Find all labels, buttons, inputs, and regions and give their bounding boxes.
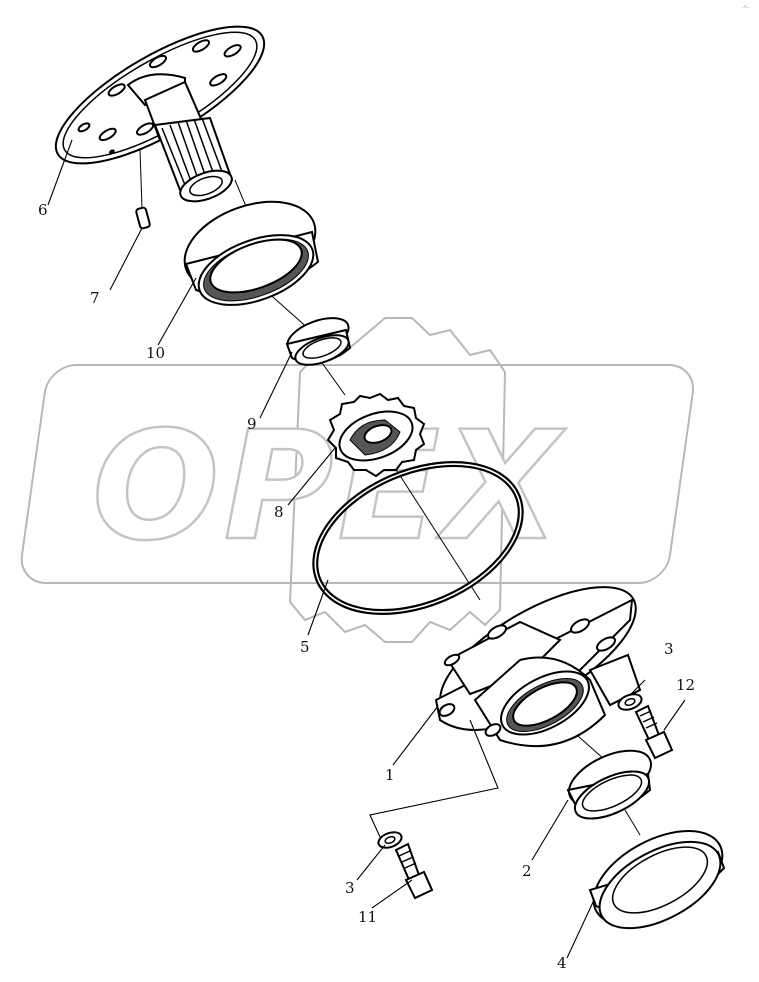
callout-11: 11 (358, 908, 377, 926)
callout-3-right: 3 (664, 640, 674, 658)
callout-9: 9 (247, 415, 257, 433)
callout-3-left: 3 (345, 879, 355, 897)
callout-7: 7 (90, 289, 100, 307)
leader-lines (47, 139, 686, 959)
corner-mark: ·°·· (742, 5, 751, 12)
part-11-bolt (394, 842, 434, 900)
part-2-seal-sleeve (566, 749, 652, 820)
callout-labels: 6 7 10 9 8 5 1 2 4 3 12 3 11 (38, 201, 695, 972)
callout-4: 4 (557, 954, 567, 972)
callout-5: 5 (300, 638, 310, 656)
callout-12: 12 (676, 676, 695, 694)
part-3-washer-right (617, 693, 643, 711)
callout-8: 8 (274, 503, 284, 521)
callout-10: 10 (146, 344, 165, 362)
watermark-plate (20, 364, 695, 584)
watermark-gear (288, 317, 507, 643)
part-4-seal-ring (588, 830, 726, 930)
callout-2: 2 (522, 862, 532, 880)
part-1-housing (434, 586, 642, 748)
part-7-pin (135, 206, 151, 230)
part-5-o-ring (312, 461, 524, 615)
callout-6: 6 (38, 201, 48, 219)
part-9-bushing (285, 317, 352, 366)
part-12-bolt (634, 704, 674, 760)
part-3-washer-left (377, 831, 403, 849)
callout-1: 1 (385, 766, 395, 784)
watermark-text: OPEX (92, 400, 566, 574)
part-8-gear (326, 392, 426, 478)
part-6-flange-shaft (54, 25, 266, 203)
watermark: OPEX (20, 317, 695, 643)
part-10-toothed-ring (183, 200, 320, 306)
